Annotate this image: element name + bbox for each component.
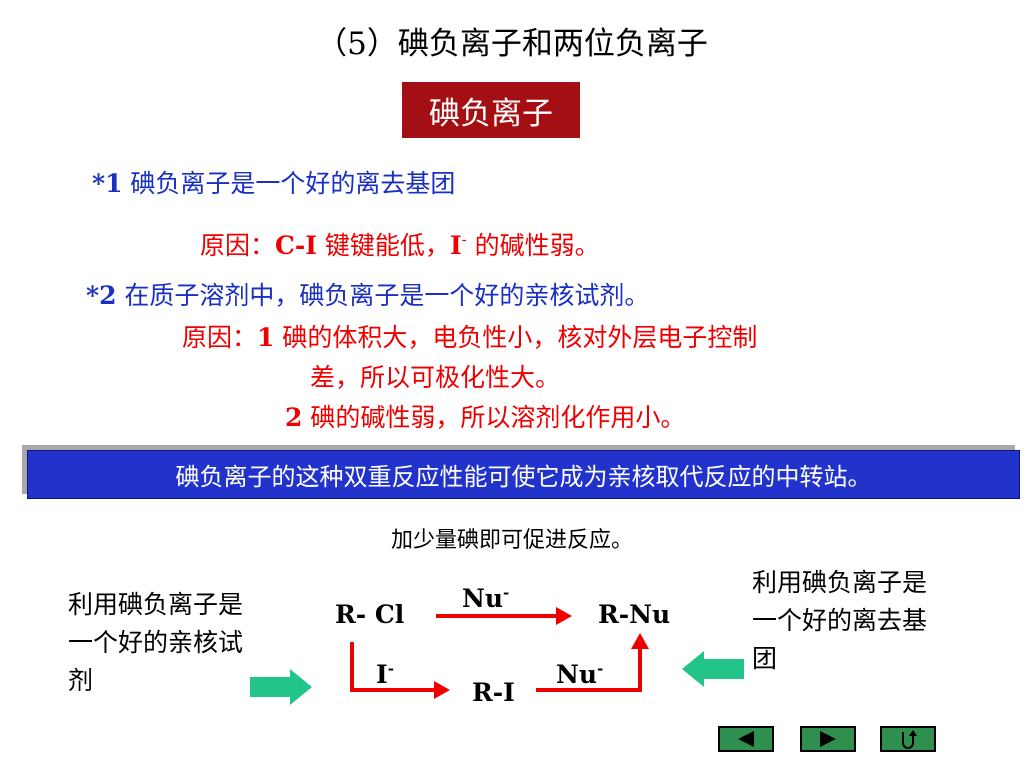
section-heading-box: 碘负离子 bbox=[402, 82, 580, 138]
point-1-reason-iodide: I bbox=[449, 231, 462, 260]
point-1-text: 碘负离子是一个好的离去基团 bbox=[122, 169, 456, 198]
page-title: （5）碘负离子和两位负离子 bbox=[316, 26, 708, 62]
point-1-reason-mid: 键键能低， bbox=[316, 231, 450, 260]
point-2-reason-1: 原因：1 碘的体积大，电负性小，核对外层电子控制 bbox=[182, 318, 757, 354]
return-icon bbox=[902, 730, 917, 749]
point-1-marker: *1 bbox=[92, 169, 123, 198]
section-heading: 碘负离子 bbox=[429, 95, 553, 132]
iodide-label: I- bbox=[376, 660, 394, 689]
intermediate-label: R-I bbox=[472, 678, 515, 707]
arrow-top-right bbox=[436, 607, 572, 625]
point-2-reason-2: 2 碘的碱性弱，所以溶剂化作用小。 bbox=[285, 398, 685, 434]
nucleophile-bottom-symbol: Nu bbox=[556, 660, 598, 689]
point-1-reason: 原因：C-I 键键能低，I- 的碱性弱。 bbox=[200, 226, 600, 262]
triangle-right-icon bbox=[820, 731, 836, 747]
iodide-charge: - bbox=[387, 659, 394, 678]
nucleophile-bottom-label: Nu- bbox=[556, 660, 603, 689]
next-slide-button[interactable] bbox=[800, 726, 856, 752]
nucleophile-top-charge: - bbox=[503, 583, 510, 602]
reactant-label: R- Cl bbox=[335, 600, 405, 629]
iodide-symbol: I bbox=[376, 660, 388, 689]
product-label: R-Nu bbox=[598, 600, 671, 629]
point-1-reason-minus: - bbox=[461, 230, 467, 249]
left-label: 利用碘负离子是一个好的亲核试剂 bbox=[68, 590, 244, 695]
arrow-down-right bbox=[350, 642, 450, 699]
green-arrow-left bbox=[682, 651, 744, 687]
nucleophile-bottom-charge: - bbox=[597, 659, 604, 678]
prev-slide-button[interactable] bbox=[718, 726, 774, 752]
arrow-right-up bbox=[536, 633, 649, 692]
point-1-reason-prefix: 原因： bbox=[200, 231, 276, 260]
point-2-reason-2-num: 2 bbox=[285, 403, 303, 432]
note-text: 加少量碘即可促进反应。 bbox=[390, 528, 633, 553]
point-1-reason-bond: C-I bbox=[275, 231, 317, 260]
return-button[interactable] bbox=[880, 726, 936, 752]
green-arrow-right bbox=[250, 669, 312, 705]
point-2-reason-prefix: 原因： bbox=[182, 323, 258, 352]
summary-banner-text: 碘负离子的这种双重反应性能可使它成为亲核取代反应的中转站。 bbox=[175, 463, 872, 491]
point-1: *1 碘负离子是一个好的离去基团 bbox=[92, 164, 455, 200]
summary-banner: 碘负离子的这种双重反应性能可使它成为亲核取代反应的中转站。 bbox=[27, 450, 1020, 499]
point-2-marker: *2 bbox=[86, 281, 117, 310]
point-2-reason-1-num: 1 bbox=[257, 323, 275, 352]
nucleophile-top-symbol: Nu bbox=[462, 584, 504, 613]
right-label: 利用碘负离子是一个好的离去基团 bbox=[752, 568, 928, 673]
point-1-reason-end: 的碱性弱。 bbox=[466, 231, 600, 260]
point-2-reason-1-cont: 差，所以可极化性大。 bbox=[310, 363, 561, 392]
point-2-reason-1-text: 碘的体积大，电负性小，核对外层电子控制 bbox=[274, 323, 758, 352]
point-2-text: 在质子溶剂中，碘负离子是一个好的亲核试剂。 bbox=[116, 281, 650, 310]
point-2: *2 在质子溶剂中，碘负离子是一个好的亲核试剂。 bbox=[86, 276, 649, 312]
nucleophile-top-label: Nu- bbox=[462, 584, 509, 613]
point-2-reason-2-text: 碘的碱性弱，所以溶剂化作用小。 bbox=[302, 403, 686, 432]
triangle-left-icon bbox=[738, 731, 754, 747]
